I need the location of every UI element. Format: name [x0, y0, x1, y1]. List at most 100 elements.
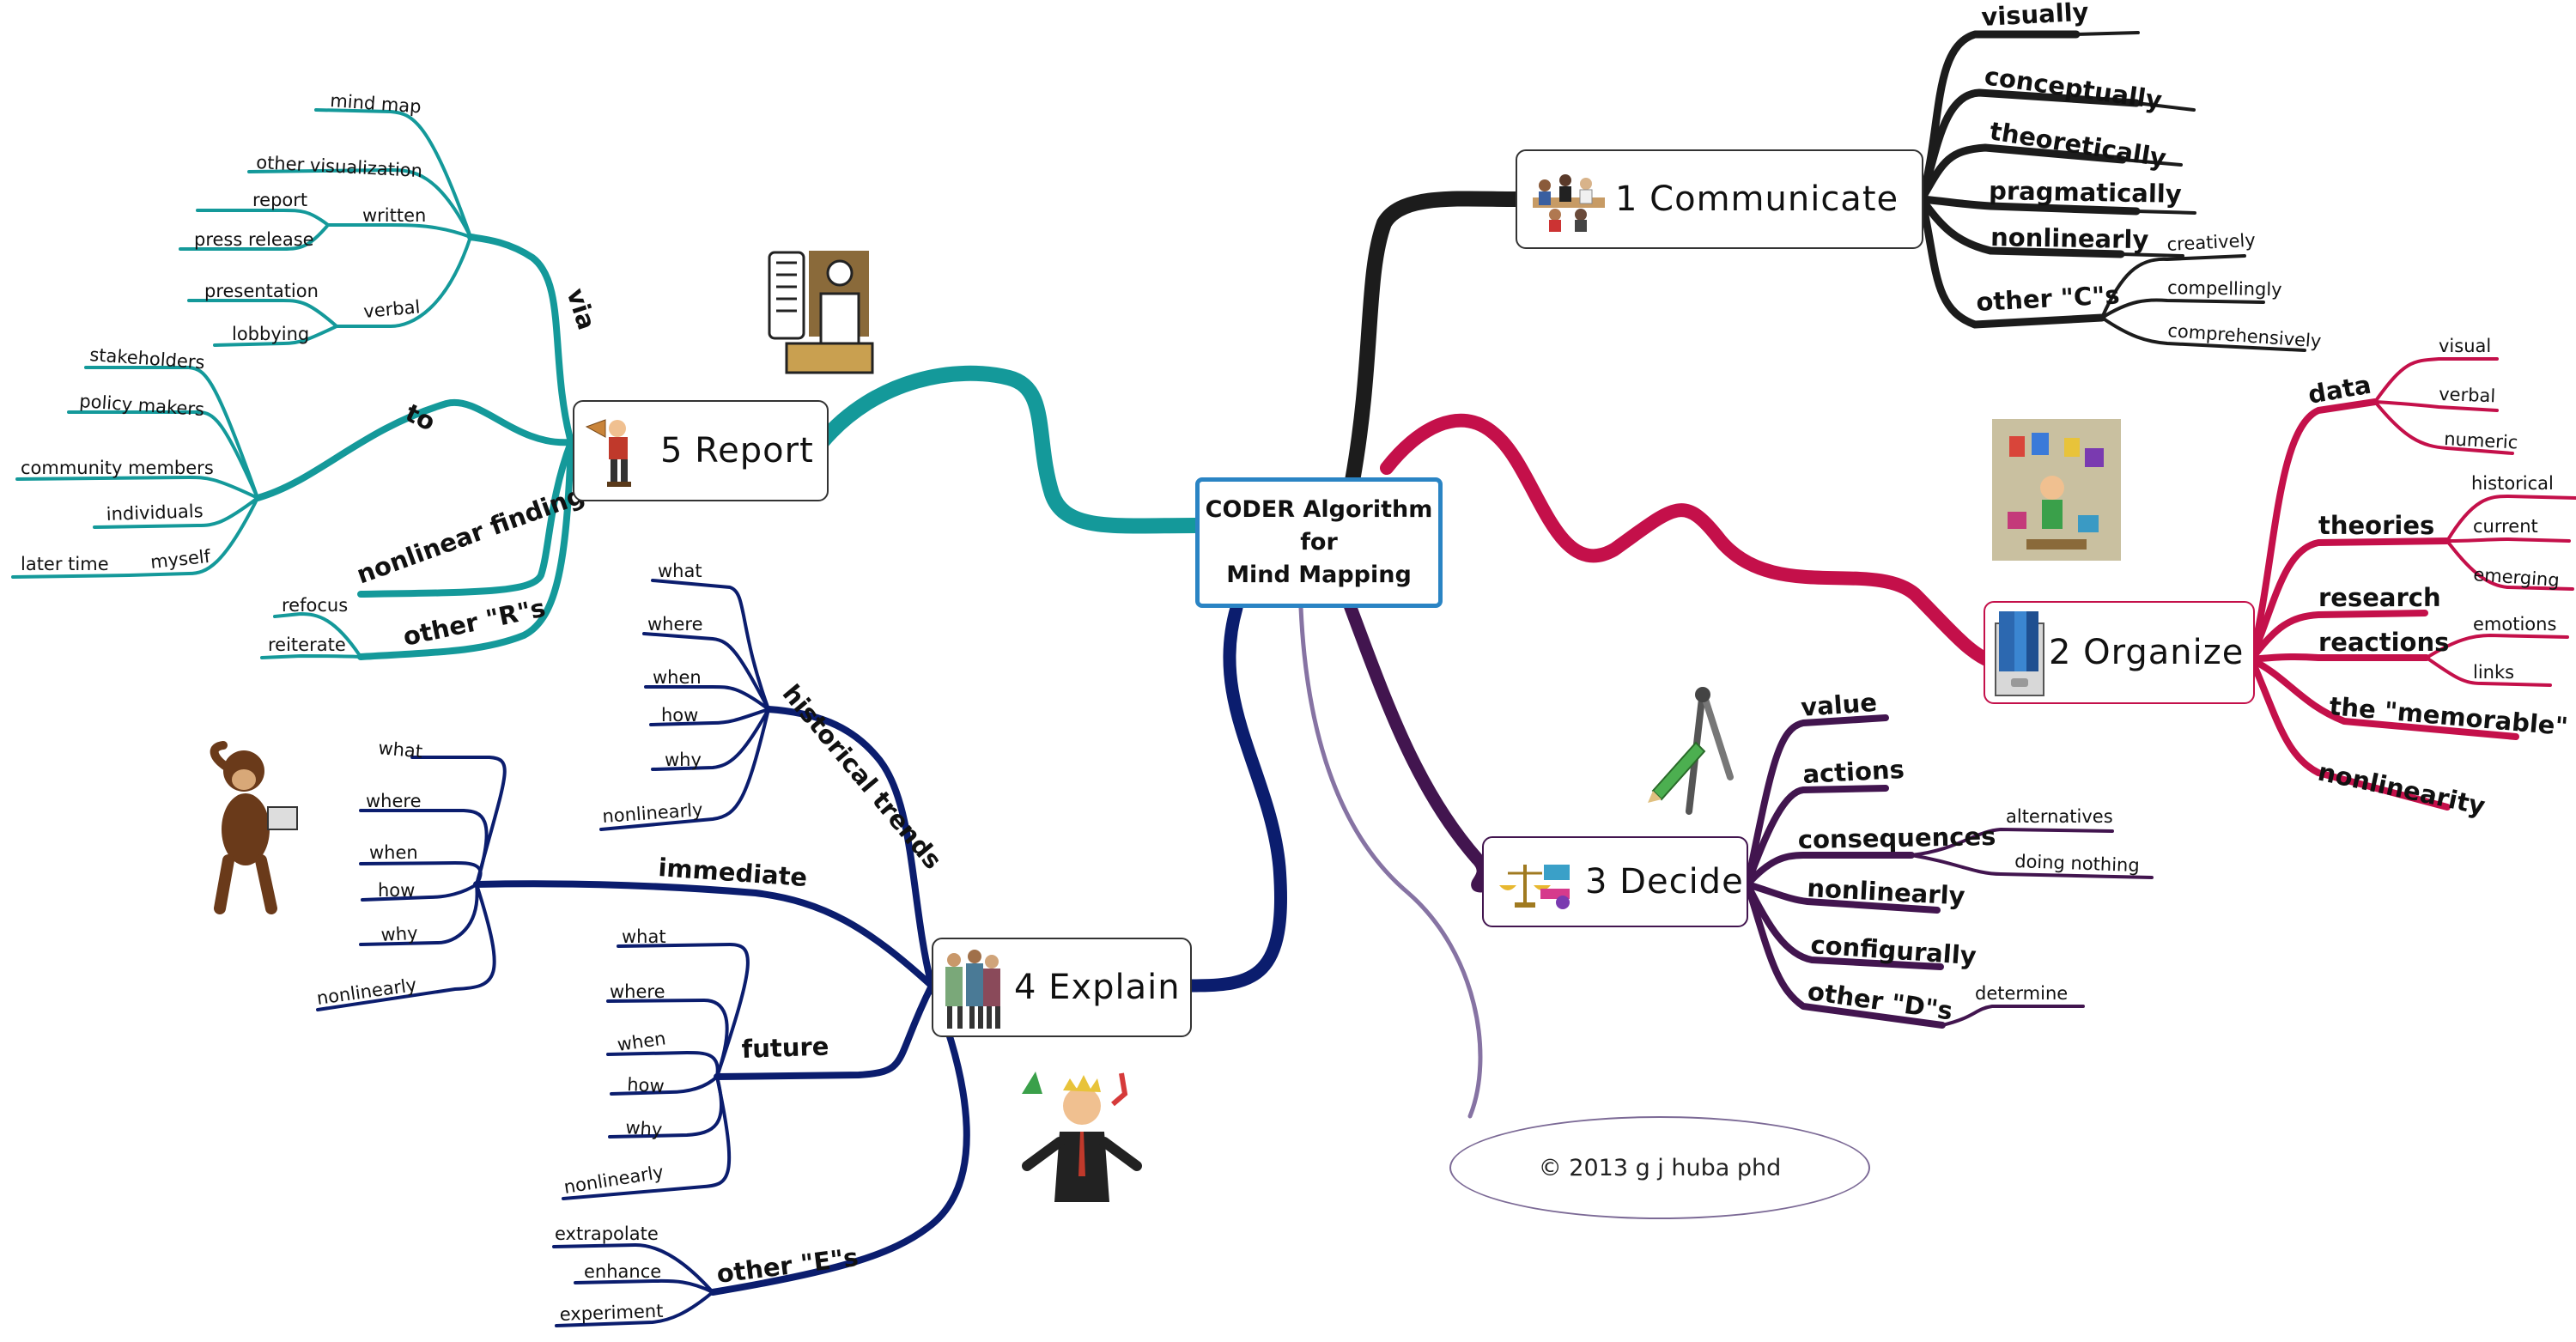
label-fu-why: why	[625, 1117, 663, 1140]
label-conceptually: conceptually	[1983, 61, 2164, 115]
label-emotions: emotions	[2473, 614, 2556, 635]
label-theoretically: theoretically	[1988, 116, 2168, 173]
label-im-where: where	[366, 791, 422, 811]
label-pragmatically: pragmatically	[1989, 176, 2182, 209]
branch-report	[814, 365, 1203, 534]
explain-subbranches	[473, 706, 970, 1296]
topic-explain-label: 4 Explain	[1014, 968, 1181, 1007]
label-ht-when: when	[653, 667, 702, 688]
label-verbal: verbal	[2439, 384, 2496, 406]
label-ht-why: why	[665, 750, 702, 770]
confused-man-clipart-icon	[1022, 1072, 1142, 1202]
label-value: value	[1800, 688, 1878, 722]
label-myself: myself	[149, 546, 212, 573]
label-other-rs: other "R"s	[400, 593, 548, 652]
label-fu-what: what	[622, 926, 666, 947]
topic-decide-label: 3 Decide	[1585, 862, 1744, 902]
branch-communicate	[1345, 191, 1526, 489]
label-visually: visually	[1981, 0, 2090, 32]
topic-communicate-label: 1 Communicate	[1615, 179, 1899, 219]
organize-leaves	[2373, 357, 2576, 687]
compass-clipart-icon	[1648, 687, 1734, 815]
label-emerging: emerging	[2473, 564, 2561, 591]
label-ht-where: where	[647, 614, 703, 635]
label-numeric: numeric	[2444, 428, 2518, 452]
branch-copyright	[1298, 605, 1483, 1119]
label-community-members: community members	[21, 458, 214, 478]
label-alternatives: alternatives	[2006, 806, 2113, 827]
central-topic-line1: CODER Algorithm for	[1205, 496, 1433, 556]
topic-report[interactable]: 5 Report	[573, 400, 829, 501]
label-press-release: press release	[194, 229, 314, 250]
topic-communicate[interactable]: 1 Communicate	[1516, 149, 1923, 249]
label-determine: determine	[1975, 983, 2068, 1004]
label-fu-where: where	[610, 981, 665, 1002]
label-lobbying: lobbying	[232, 324, 309, 344]
label-other-cs: other "C"s	[1976, 280, 2121, 317]
label-to: to	[401, 398, 440, 437]
topic-decide[interactable]: 3 Decide	[1482, 836, 1748, 927]
label-fu-when: when	[616, 1028, 667, 1055]
communicate-leaves	[2075, 31, 2306, 352]
branch-decide	[1343, 598, 1490, 893]
label-im-what: what	[378, 738, 423, 762]
label-future: future	[741, 1031, 829, 1064]
decide-subbranches	[1744, 714, 1946, 1029]
label-written: written	[362, 205, 426, 226]
copyright-text: © 2013 g j huba phd	[1538, 1154, 1782, 1181]
label-individuals: individuals	[106, 501, 204, 525]
label-fu-how: how	[627, 1074, 665, 1096]
label-consequences: consequences	[1798, 822, 1996, 854]
label-policy-makers: policy makers	[79, 391, 205, 420]
label-report: report	[252, 190, 307, 210]
megaphone-icon	[585, 419, 631, 487]
topic-organize-label: 2 Organize	[2049, 633, 2245, 672]
monkey-clipart-icon	[210, 741, 298, 914]
central-topic[interactable]: CODER Algorithm for Mind Mapping	[1195, 477, 1443, 608]
label-presentation: presentation	[204, 281, 319, 301]
label-current: current	[2473, 516, 2538, 537]
copyright-bubble: © 2013 g j huba phd	[1449, 1116, 1870, 1219]
label-im-why: why	[380, 923, 418, 945]
label-via: via	[561, 285, 601, 334]
topic-report-label: 5 Report	[660, 431, 814, 471]
label-verbal-r: verbal	[362, 296, 421, 322]
label-im-how: how	[378, 880, 415, 901]
organize-subbranches	[2248, 398, 2519, 811]
label-links: links	[2473, 662, 2514, 683]
branch-organize	[1380, 413, 1997, 668]
explain-leaves	[316, 579, 770, 1327]
doctors-icon	[945, 950, 1000, 1029]
label-ht-how: how	[661, 705, 698, 726]
executive-clipart-icon	[768, 251, 874, 374]
label-refocus: refocus	[282, 595, 348, 616]
label-mind-map: mind map	[330, 90, 422, 117]
label-experiment: experiment	[559, 1301, 663, 1325]
label-im-when: when	[369, 842, 418, 863]
label-historical: historical	[2471, 473, 2554, 494]
topic-organize[interactable]: 2 Organize	[1984, 601, 2255, 704]
central-topic-line2: Mind Mapping	[1226, 562, 1412, 588]
communicate-subbranches	[1917, 30, 2141, 329]
label-theories: theories	[2318, 511, 2434, 540]
label-enhance: enhance	[584, 1261, 661, 1282]
decide-leaves	[1910, 828, 2154, 1027]
label-later-time: later time	[21, 554, 109, 574]
branch-explain	[1185, 601, 1287, 993]
label-research: research	[2318, 583, 2441, 612]
label-ht-what: what	[658, 561, 702, 581]
meeting-icon	[1533, 174, 1605, 232]
report-subbranches	[254, 234, 574, 660]
label-reiterate: reiterate	[268, 635, 346, 655]
label-visual: visual	[2439, 336, 2491, 356]
label-historical-trends: historical trends	[777, 679, 948, 875]
topic-explain[interactable]: 4 Explain	[932, 938, 1192, 1037]
label-compellingly: compellingly	[2167, 277, 2282, 300]
label-other-visualization: other visualization	[256, 152, 423, 181]
label-nonlinearly-c: nonlinearly	[1990, 222, 2149, 254]
label-actions: actions	[1802, 755, 1905, 789]
label-creatively: creatively	[2166, 230, 2256, 255]
label-extrapolate: extrapolate	[555, 1224, 659, 1244]
